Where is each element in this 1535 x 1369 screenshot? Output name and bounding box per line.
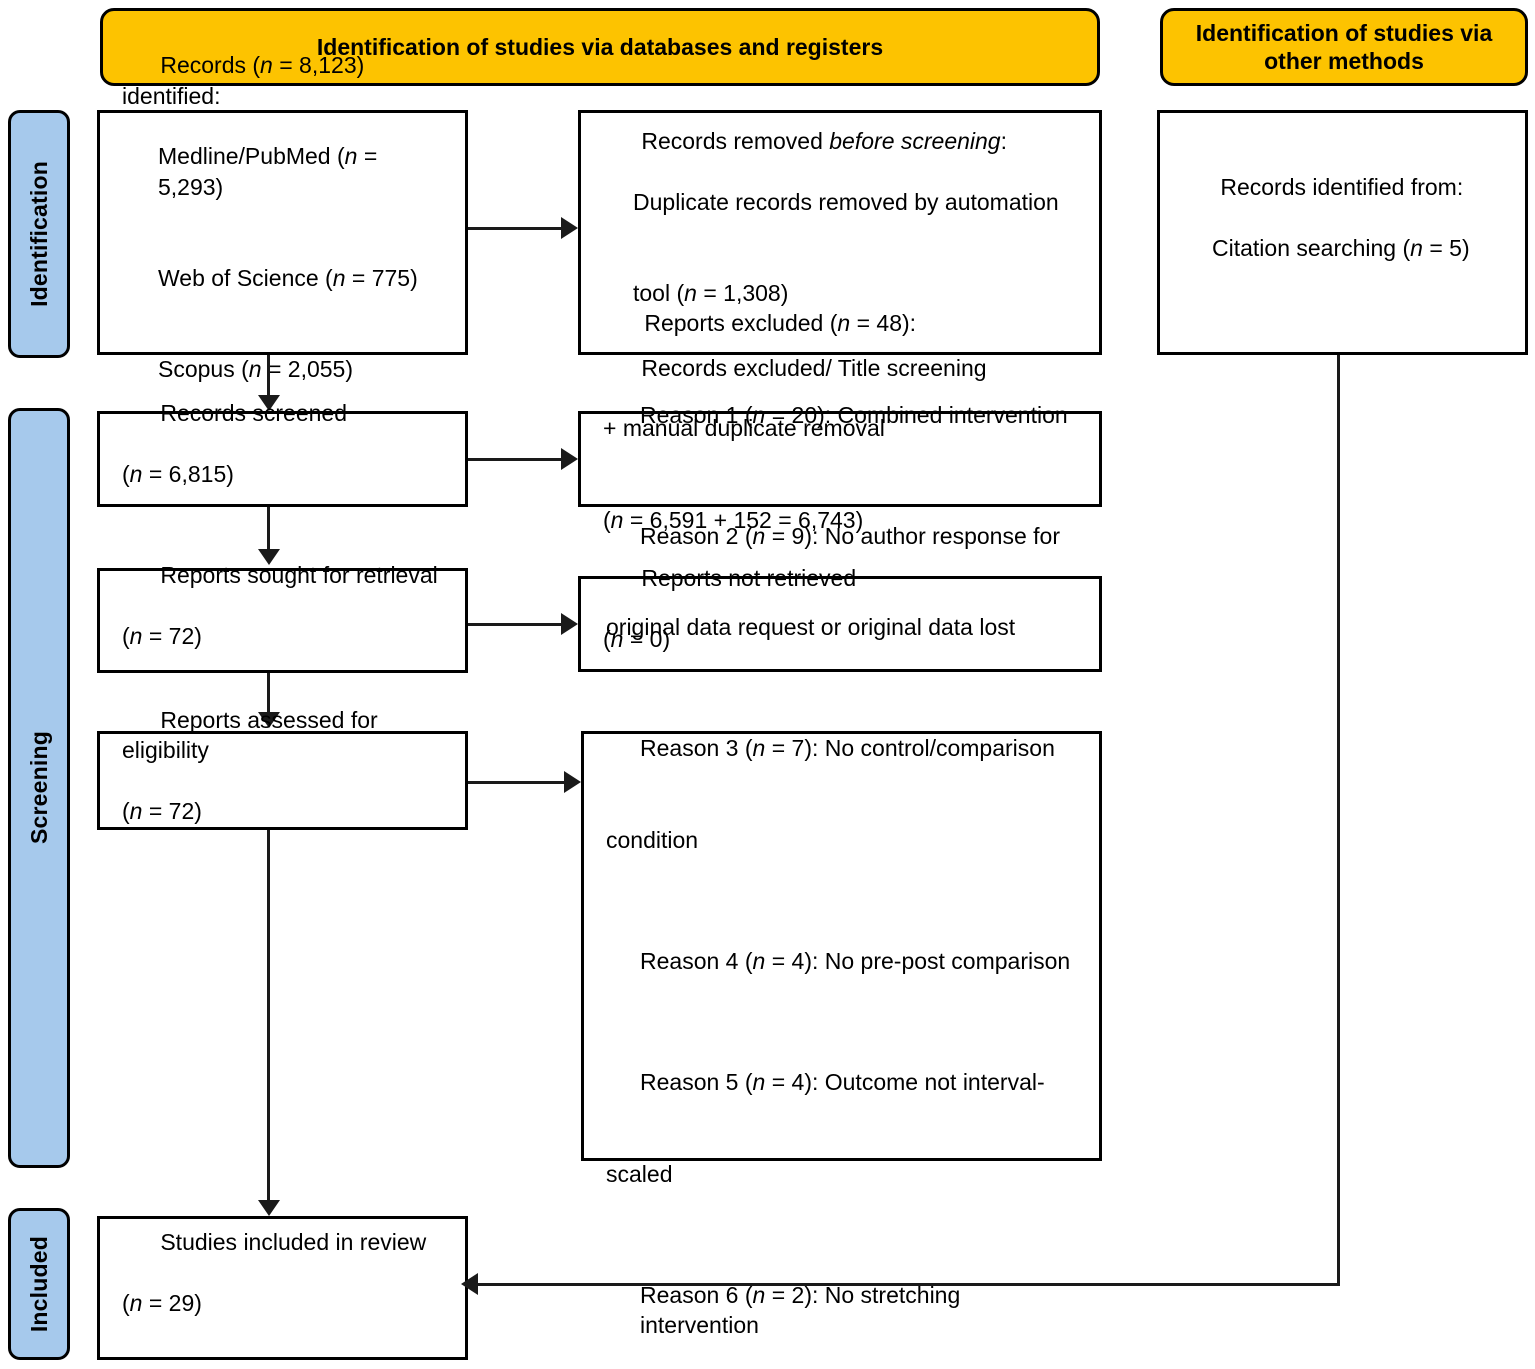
arrowhead-assessed-to-included (258, 1200, 280, 1216)
box-reports-assessed: Reports assessed for eligibility (n = 72… (97, 707, 468, 830)
stage-included-label: Included (25, 1235, 52, 1333)
connector-screened-to-sought (267, 507, 270, 553)
box-reports-excluded: Reports excluded (n = 48): Reason 1 (n =… (581, 310, 1102, 1338)
connector-screened-to-excluded (468, 458, 561, 461)
arrowhead-screened-to-sought (258, 549, 280, 565)
box-studies-included-text: Studies included in review (n = 29) (122, 1229, 427, 1316)
box-reports-not-retrieved-text: Reports not retrieved (n = 0) (603, 565, 857, 652)
box-records-screened: Records screened (n = 6,815) (97, 400, 468, 507)
box-records-excluded-text: Records excluded/ Title screening + manu… (603, 354, 987, 533)
stage-identification-label: Identification (25, 161, 52, 307)
banner-databases-registers: Identification of studies via databases … (100, 8, 1100, 86)
box-records-removed: Records removed before screening: Duplic… (578, 110, 1102, 355)
banner-databases-label: Identification of studies via databases … (316, 33, 884, 60)
box-studies-included: Studies included in review (n = 29) (97, 1216, 468, 1360)
box-records-screened-text: Records screened (n = 6,815) (122, 400, 347, 487)
stage-screening-label: Screening (25, 731, 52, 845)
connector-sought-to-assessed (267, 673, 270, 716)
arrowhead-identified-to-removed (561, 217, 578, 239)
connector-assessed-to-excluded (468, 781, 564, 784)
box-reports-not-retrieved: Reports not retrieved (n = 0) (578, 565, 1102, 672)
stage-screening: Screening (8, 408, 70, 1168)
box-records-excluded: Records excluded/ Title screening + manu… (578, 355, 1102, 533)
connector-other-methods-horizontal (478, 1283, 1340, 1286)
connector-sought-to-not-retrieved (468, 623, 561, 626)
box-reports-sought: Reports sought for retrieval (n = 72) (97, 562, 468, 673)
stage-included: Included (8, 1208, 70, 1360)
box-records-identified-text: Records (n = 8,123) identified: Medline/… (122, 52, 418, 382)
connector-identified-to-screened (267, 355, 270, 400)
arrowhead-identified-to-screened (258, 395, 280, 411)
box-reports-sought-text: Reports sought for retrieval (n = 72) (122, 561, 438, 649)
connector-identified-to-removed (468, 227, 561, 230)
box-records-removed-text: Records removed before screening: Duplic… (633, 128, 1059, 307)
arrowhead-other-methods-to-included (461, 1273, 478, 1295)
banner-other-methods: Identification of studies via other meth… (1160, 8, 1528, 86)
connector-other-methods-vertical (1337, 355, 1340, 1285)
arrowhead-sought-to-assessed (258, 712, 280, 728)
banner-other-methods-label-line2: other methods (1264, 48, 1424, 74)
box-reports-assessed-text: Reports assessed for eligibility (n = 72… (122, 706, 385, 824)
arrowhead-assessed-to-excluded (564, 771, 581, 793)
arrowhead-screened-to-excluded (561, 448, 578, 470)
banner-other-methods-label-line1: Identification of studies via (1195, 19, 1493, 46)
box-records-identified-other: Records identified from: Citation search… (1157, 110, 1528, 355)
stage-identification: Identification (8, 110, 70, 358)
box-records-identified: Records (n = 8,123) identified: Medline/… (97, 52, 468, 382)
box-records-identified-other-text: Records identified from: Citation search… (1212, 173, 1470, 261)
connector-assessed-to-included (267, 830, 270, 1205)
arrowhead-sought-to-not-retrieved (561, 613, 578, 635)
box-reports-excluded-text: Reports excluded (n = 48): Reason 1 (n =… (606, 310, 1071, 1339)
